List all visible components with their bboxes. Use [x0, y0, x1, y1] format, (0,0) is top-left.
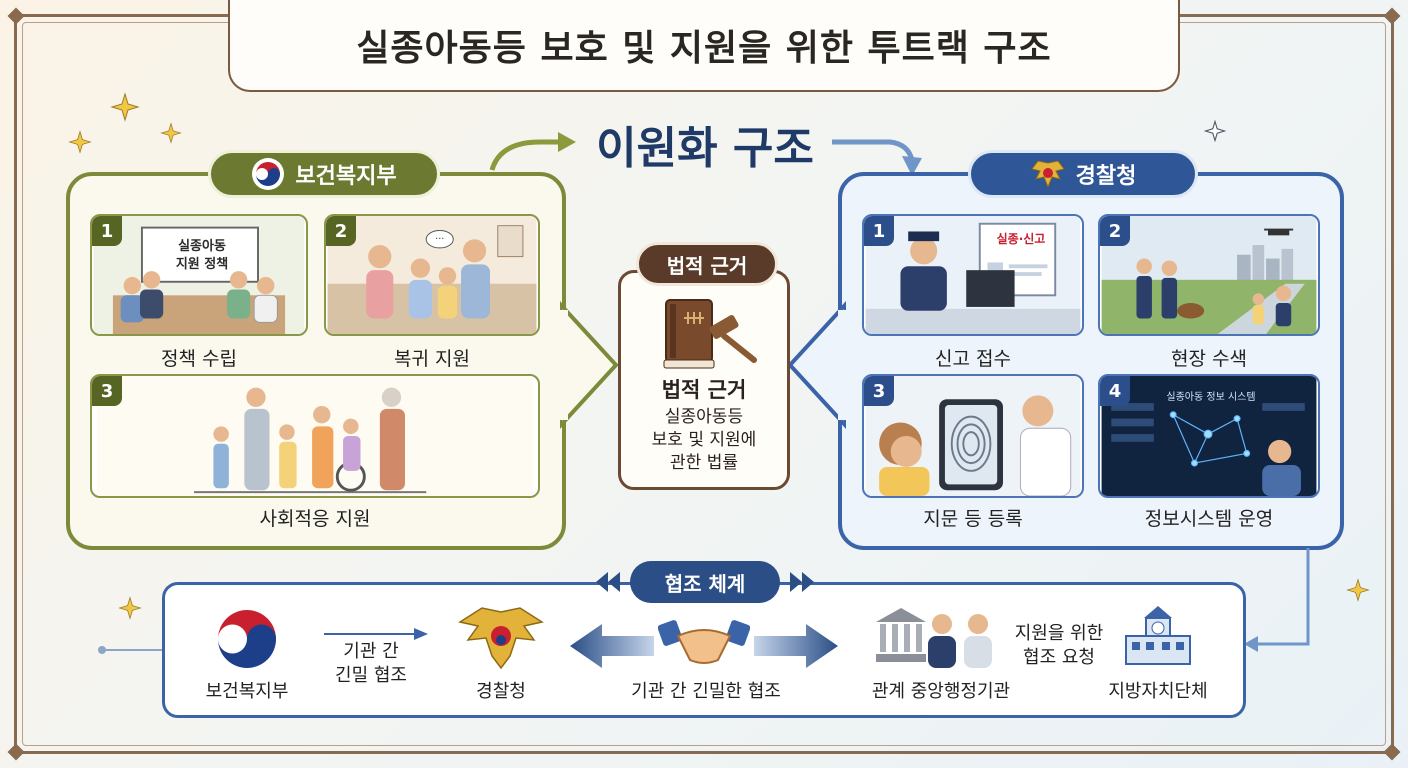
legal-basis-pill: 법적 근거 [636, 242, 778, 286]
connector-line [1244, 548, 1310, 652]
board-text: 실종아동 지원 정책 [142, 238, 262, 274]
sparkle-icon [68, 130, 92, 154]
return-support-card: ··· 2 [324, 214, 540, 336]
dual-arrows [489, 132, 922, 176]
card-number: 2 [1100, 216, 1130, 246]
report-card: 실종·신고 1 [862, 214, 1084, 336]
handshake-icon [658, 620, 750, 664]
coop-request-text: 지원을 위한 협조 요청 [1004, 622, 1114, 670]
mohw-pill: 보건복지부 [208, 150, 440, 198]
svg-text:···: ··· [435, 234, 444, 245]
coop-mohw-label: 보건복지부 [205, 681, 289, 702]
mohw-pointer [560, 301, 619, 429]
coop-handshake-label: 기관 간 긴밀한 협조 [631, 681, 781, 702]
page-title: 실종아동등 보호 및 지원을 위한 투트랙 구조 [356, 28, 1052, 69]
search-illustration [1101, 216, 1317, 334]
card-number: 3 [864, 376, 894, 406]
connector-line [98, 646, 162, 654]
info-system-label: 정보시스템 운영 [1144, 508, 1274, 530]
legal-body-line2: 보호 및 지원에 [651, 430, 757, 450]
info-system-card: 실종아동 정보 시스템 4 [1098, 374, 1320, 498]
mohw-pill-label: 보건복지부 [295, 164, 397, 189]
police-pill-label: 경찰청 [1075, 164, 1137, 189]
fingerprint-card: 3 [862, 374, 1084, 498]
policy-label: 정책 수립 [161, 348, 237, 370]
coop-pill-arrows [596, 572, 814, 592]
coop-request-line2: 협조 요청 [1023, 647, 1095, 668]
city-hall-icon [1125, 606, 1191, 665]
coop-request-line1: 지원을 위한 [1014, 623, 1104, 644]
community-illustration [97, 376, 533, 496]
mohw-logo-icon [218, 610, 276, 668]
meeting-illustration [93, 216, 305, 334]
coop-central-label: 관계 중앙행정기관 [871, 681, 1011, 702]
officials-icon [928, 614, 992, 668]
family-illustration: ··· [327, 216, 537, 334]
legal-body-line1: 실종아동등 [664, 407, 744, 427]
cooperation-pill: 협조 체계 [630, 561, 780, 603]
report-label: 신고 접수 [935, 348, 1011, 370]
sparkle-icon [160, 122, 182, 144]
board-text-line2: 지원 정책 [175, 257, 229, 272]
handshake-arrows [570, 624, 838, 668]
social-adaptation-card: 3 [90, 374, 540, 498]
coop-local-label: 지방자치단체 [1108, 681, 1208, 702]
coop-arrow-line1: 기관 간 [343, 641, 399, 662]
government-building-icon [876, 608, 926, 662]
card-number: 1 [92, 216, 122, 246]
return-support-label: 복귀 지원 [394, 348, 470, 370]
card-number: 2 [326, 216, 356, 246]
dual-structure-heading: 이원화 구조 [596, 123, 814, 174]
report-illustration [865, 216, 1081, 334]
sparkle-icon [1346, 578, 1370, 602]
korea-emblem-icon [252, 158, 285, 190]
sparkle-icon [118, 596, 142, 620]
info-system-illustration [1101, 376, 1317, 496]
fingerprint-illustration [865, 376, 1081, 496]
report-screen-text: 실종·신고 [996, 232, 1046, 246]
board-text-line1: 실종아동 [178, 239, 226, 254]
coop-police-label: 경찰청 [476, 681, 526, 702]
title-box: 실종아동등 보호 및 지원을 위한 투트랙 구조 [228, 0, 1180, 92]
legal-body-line3: 관한 법률 [670, 453, 738, 473]
right-arrow-icon [324, 628, 428, 640]
card-number: 4 [1100, 376, 1130, 406]
info-screen-text: 실종아동 정보 시스템 [1166, 392, 1256, 403]
sparkle-icon [110, 92, 140, 122]
sparkle-icon [1204, 120, 1226, 142]
policy-card: 실종아동 지원 정책 1 [90, 214, 308, 336]
police-eagle-icon [458, 607, 544, 670]
police-emblem-icon [1030, 160, 1065, 189]
coop-arrow-text: 기관 간 긴밀 협조 [316, 640, 426, 688]
card-number: 3 [92, 376, 122, 406]
law-book-gavel-icon [663, 299, 757, 369]
legal-basis-title: 법적 근거 [661, 378, 747, 402]
coop-arrow-line2: 긴밀 협조 [335, 665, 407, 686]
field-search-label: 현장 수색 [1171, 348, 1247, 370]
police-pointer [787, 301, 846, 429]
fingerprint-label: 지문 등 등록 [923, 508, 1023, 530]
card-number: 1 [864, 216, 894, 246]
legal-basis-body: 실종아동등 보호 및 지원에 관한 법률 [618, 406, 790, 475]
field-search-card: 2 [1098, 214, 1320, 336]
police-pill: 경찰청 [968, 150, 1198, 198]
social-adaptation-label: 사회적응 지원 [259, 508, 371, 530]
